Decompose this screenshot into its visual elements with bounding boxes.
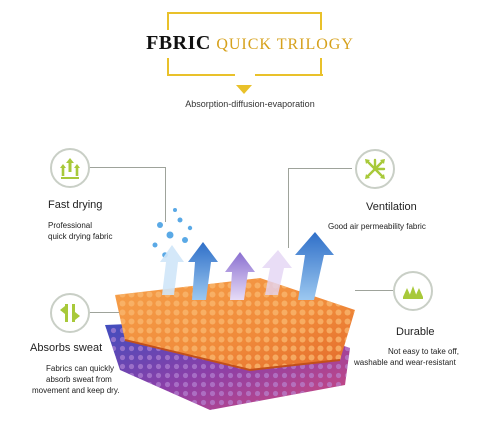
ventilation-icon-circle bbox=[355, 149, 395, 189]
absorbs-sweat-icon-circle bbox=[50, 293, 90, 333]
arrows-up-icon bbox=[60, 158, 80, 179]
arrows-spread-icon bbox=[365, 158, 386, 179]
fabric-illustration bbox=[105, 208, 355, 410]
moisture-arrows bbox=[160, 232, 334, 300]
fast-drying-desc-1: Professional bbox=[48, 221, 93, 230]
fast-drying-icon-circle bbox=[50, 148, 90, 188]
connector-absorbs bbox=[88, 312, 138, 313]
durable-desc-1: Not easy to take off, bbox=[388, 347, 460, 356]
down-arrow-icon bbox=[236, 85, 252, 94]
connector-fast-drying bbox=[88, 167, 165, 168]
connector-durable bbox=[355, 290, 393, 291]
connector-fast-drying-v bbox=[165, 167, 166, 222]
durable-icon-circle bbox=[393, 271, 433, 311]
durable-desc-2: washable and wear-resistant bbox=[354, 358, 456, 367]
ventilation-title: Ventilation bbox=[366, 201, 417, 213]
subtitle: Absorption-diffusion-evaporation bbox=[185, 99, 315, 109]
absorbs-sweat-desc-1: Fabrics can quickly bbox=[46, 364, 115, 373]
page-title: FBRIC QUICK TRILOGY bbox=[95, 32, 405, 55]
fast-drying-desc-2: quick drying fabric bbox=[48, 232, 113, 241]
arrows-exchange-icon bbox=[60, 304, 80, 322]
connector-ventilation bbox=[288, 168, 352, 169]
title-background bbox=[132, 30, 368, 58]
title-frame-bottom-right bbox=[255, 74, 323, 76]
ventilation-desc-1: Good air permeability fabric bbox=[328, 222, 426, 231]
absorbs-sweat-desc-3: movement and keep dry. bbox=[32, 386, 120, 395]
absorbs-sweat-title: Absorbs sweat bbox=[30, 342, 103, 354]
title-main: FBRIC bbox=[146, 32, 211, 54]
connector-ventilation-v bbox=[288, 168, 289, 248]
durable-title: Durable bbox=[396, 326, 435, 338]
title-accent: QUICK TRILOGY bbox=[216, 36, 354, 53]
outer-fabric-layer bbox=[115, 278, 355, 372]
peaks-icon bbox=[403, 286, 423, 299]
fast-drying-title: Fast drying bbox=[48, 199, 103, 211]
absorbs-sweat-desc-2: absorb sweat from bbox=[46, 375, 112, 384]
title-frame-bottom-left bbox=[167, 74, 235, 76]
